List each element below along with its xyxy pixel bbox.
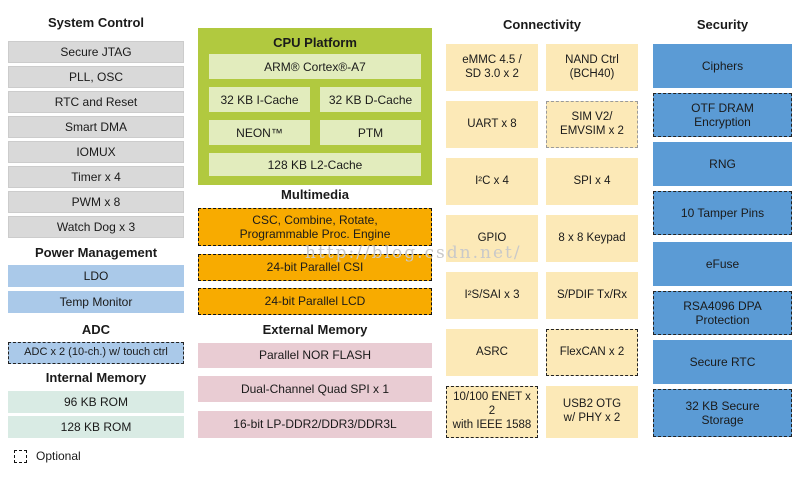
section-title-internal-memory: Internal Memory: [45, 370, 147, 385]
block-nor-flash: Parallel NOR FLASH: [198, 343, 432, 368]
block-neon: NEON™: [209, 120, 310, 145]
block-ciphers: Ciphers: [653, 44, 792, 88]
block-dcache: 32 KB D-Cache: [320, 87, 421, 112]
block-quad-spi: Dual-Channel Quad SPI x 1: [198, 376, 432, 402]
block-rng: RNG: [653, 142, 792, 186]
section-title-connectivity: Connectivity: [502, 17, 581, 32]
section-title-multimedia: Multimedia: [281, 187, 349, 202]
block-watchdog: Watch Dog x 3: [8, 216, 184, 238]
cpu-platform-container: CPU Platform ARM® Cortex®-A7 32 KB I-Cac…: [198, 28, 432, 185]
block-parallel-lcd: 24-bit Parallel LCD: [198, 288, 432, 315]
block-usb-otg: USB2 OTG w/ PHY x 2: [546, 386, 638, 438]
block-secure-jtag: Secure JTAG: [8, 41, 184, 63]
block-rtc-reset: RTC and Reset: [8, 91, 184, 113]
legend-optional-swatch: [14, 450, 27, 463]
block-tamper-pins: 10 Tamper Pins: [653, 191, 792, 235]
block-pll-osc: PLL, OSC: [8, 66, 184, 88]
block-rsa-dpa: RSA4096 DPA Protection: [653, 291, 792, 335]
block-lpddr: 16-bit LP-DDR2/DDR3/DDR3L: [198, 411, 432, 438]
section-title-cpu-platform: CPU Platform: [273, 35, 357, 50]
section-title-external-memory: External Memory: [262, 322, 368, 337]
block-spdif: S/PDIF Tx/Rx: [546, 272, 638, 319]
block-i2s-sai: I²S/SAI x 3: [446, 272, 538, 319]
legend-optional-label: Optional: [36, 449, 81, 463]
block-efuse: eFuse: [653, 242, 792, 286]
block-pwm: PWM x 8: [8, 191, 184, 213]
section-title-security: Security: [696, 17, 749, 32]
block-asrc: ASRC: [446, 329, 538, 376]
block-secure-storage: 32 KB Secure Storage: [653, 389, 792, 437]
section-title-power-management: Power Management: [34, 245, 158, 260]
block-128kb-rom: 128 KB ROM: [8, 416, 184, 438]
section-title-adc: ADC: [81, 322, 111, 337]
block-sim-emvsim: SIM V2/ EMVSIM x 2: [546, 101, 638, 148]
block-iomux: IOMUX: [8, 141, 184, 163]
block-smart-dma: Smart DMA: [8, 116, 184, 138]
block-emmc-sd: eMMC 4.5 / SD 3.0 x 2: [446, 44, 538, 91]
block-l2-cache: 128 KB L2-Cache: [209, 153, 421, 176]
block-96kb-rom: 96 KB ROM: [8, 391, 184, 413]
block-arm-cortex-a7: ARM® Cortex®-A7: [209, 54, 421, 79]
block-adc: ADC x 2 (10-ch.) w/ touch ctrl: [8, 342, 184, 364]
block-ptm: PTM: [320, 120, 421, 145]
block-parallel-csi: 24-bit Parallel CSI: [198, 254, 432, 281]
block-enet: 10/100 ENET x 2 with IEEE 1588: [446, 386, 538, 438]
block-timer: Timer x 4: [8, 166, 184, 188]
block-icache: 32 KB I-Cache: [209, 87, 310, 112]
block-temp-monitor: Temp Monitor: [8, 291, 184, 313]
block-otf-dram-encryption: OTF DRAM Encryption: [653, 93, 792, 137]
block-uart: UART x 8: [446, 101, 538, 148]
section-title-system-control: System Control: [47, 15, 145, 30]
block-gpio: GPIO: [446, 215, 538, 262]
block-secure-rtc: Secure RTC: [653, 340, 792, 384]
block-keypad: 8 x 8 Keypad: [546, 215, 638, 262]
block-flexcan: FlexCAN x 2: [546, 329, 638, 376]
block-ldo: LDO: [8, 265, 184, 287]
block-i2c: I²C x 4: [446, 158, 538, 205]
block-csc-engine: CSC, Combine, Rotate, Programmable Proc.…: [198, 208, 432, 246]
block-nand-ctrl: NAND Ctrl (BCH40): [546, 44, 638, 91]
block-spi: SPI x 4: [546, 158, 638, 205]
